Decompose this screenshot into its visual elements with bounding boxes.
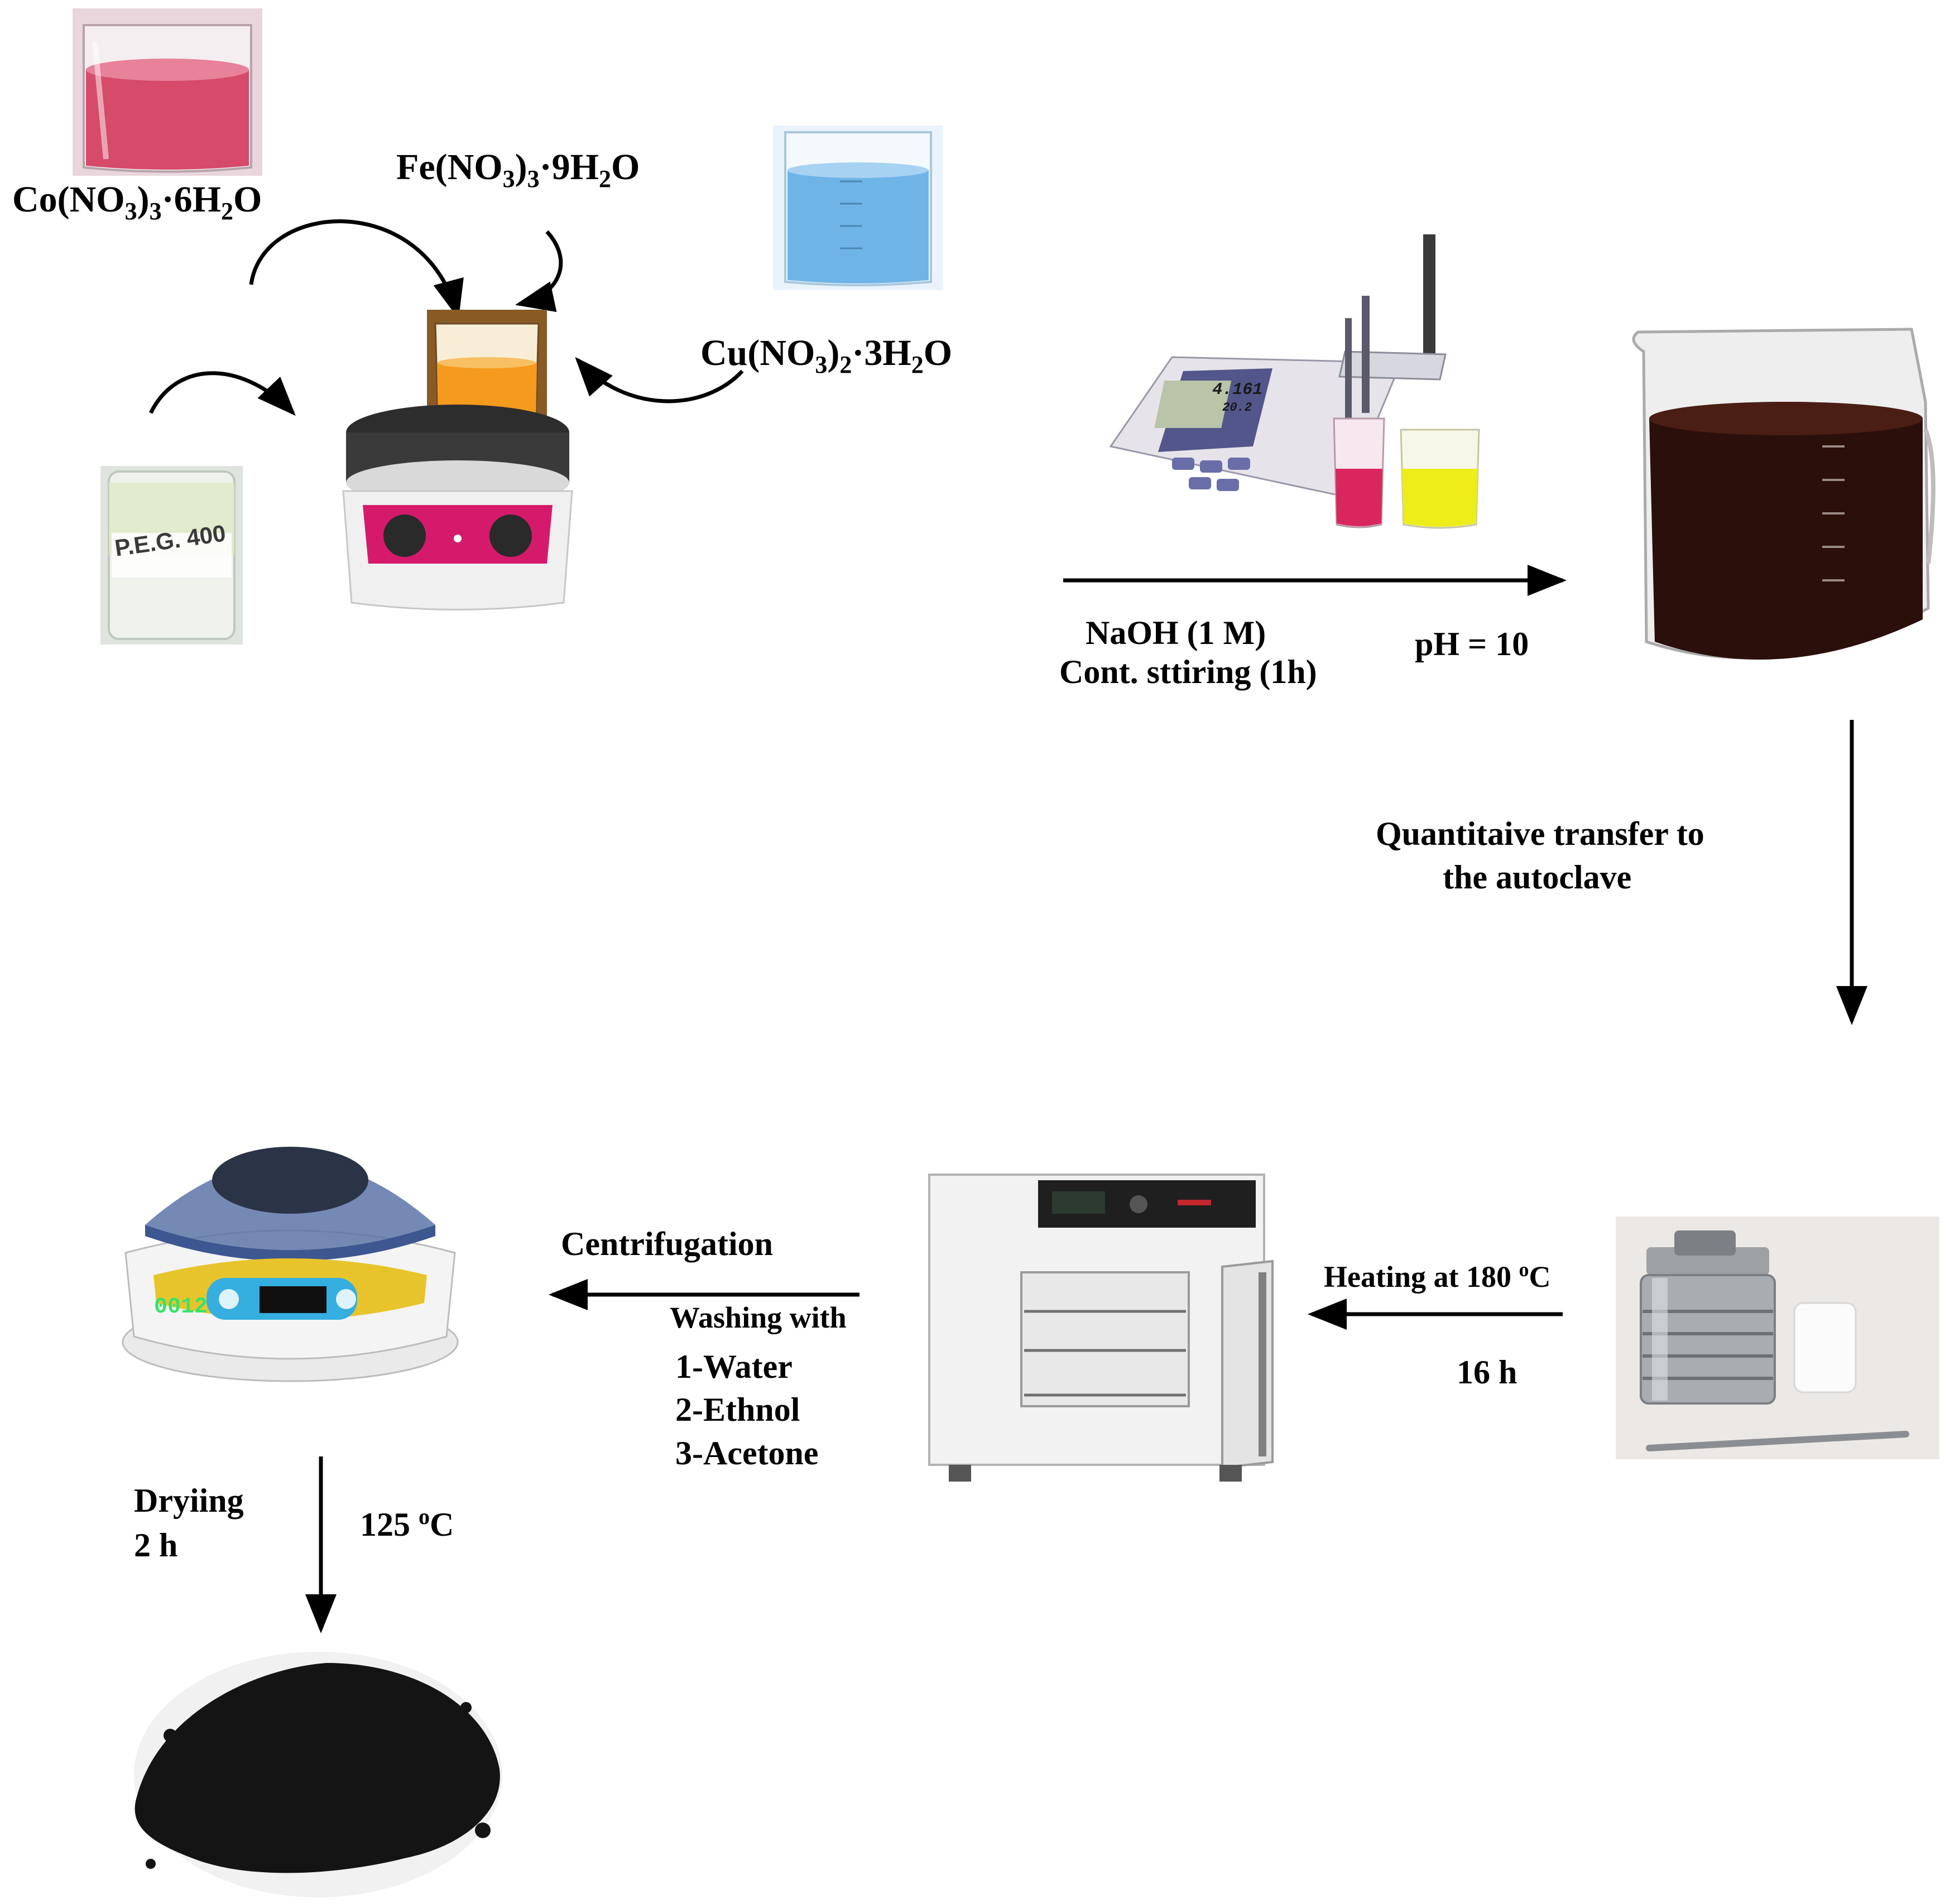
wash-water: 1-Water [675,1348,793,1385]
ph-display-temp: 20.2 [1221,401,1254,415]
arrow-cu-to-hotplate [575,357,744,403]
heating-label: Heating at 180 oC [1324,1258,1551,1294]
arrow-fe-to-hotplate [515,230,563,312]
co-nitrate-beaker [73,8,262,176]
arrow-peg-to-hotplate [148,371,296,416]
co-nitrate-label: Co(NO3)3·6H2O [12,179,262,225]
naoh-label: NaOH (1 M) [1086,614,1266,651]
washing-label: Washing with [670,1301,847,1334]
dark-solution-beaker [1632,328,1936,660]
drying-label: Dryiing [134,1482,244,1519]
ph-value-label: pH = 10 [1415,626,1529,662]
drying-temp-label: 125 oC [360,1504,454,1543]
wash-acetone: 3-Acetone [675,1435,819,1472]
transfer-label-line2: the autoclave [1443,859,1632,896]
black-powder [134,1652,502,1897]
ph-meter [1109,234,1480,529]
oven [928,1174,1274,1482]
centrifugation-label: Centrifugation [561,1225,773,1262]
cu-nitrate-beaker [773,126,943,290]
autoclave-vessel [1616,1217,1939,1459]
transfer-label-line1: Quantitaive transfer to [1376,815,1704,852]
fe-nitrate-label: Fe(NO3)3·9H2O [396,147,640,193]
wash-ethanol: 2-Ethnol [675,1391,800,1428]
stirring-label: Cont. sttiring (1h) [1059,653,1317,690]
centrifuge [122,1147,459,1382]
arrow-co-to-hotplate [249,219,464,319]
drying-time-label: 2 h [134,1527,178,1564]
cu-nitrate-label: Cu(NO3)2·3H2O [700,333,953,379]
peg-400-bottle [100,466,243,645]
centrifuge-display: 0012 [154,1295,208,1320]
hotplate-stirrer [342,310,573,610]
ph-display-reading: 4.161 [1210,381,1265,400]
heating-time-label: 16 h [1457,1354,1517,1391]
